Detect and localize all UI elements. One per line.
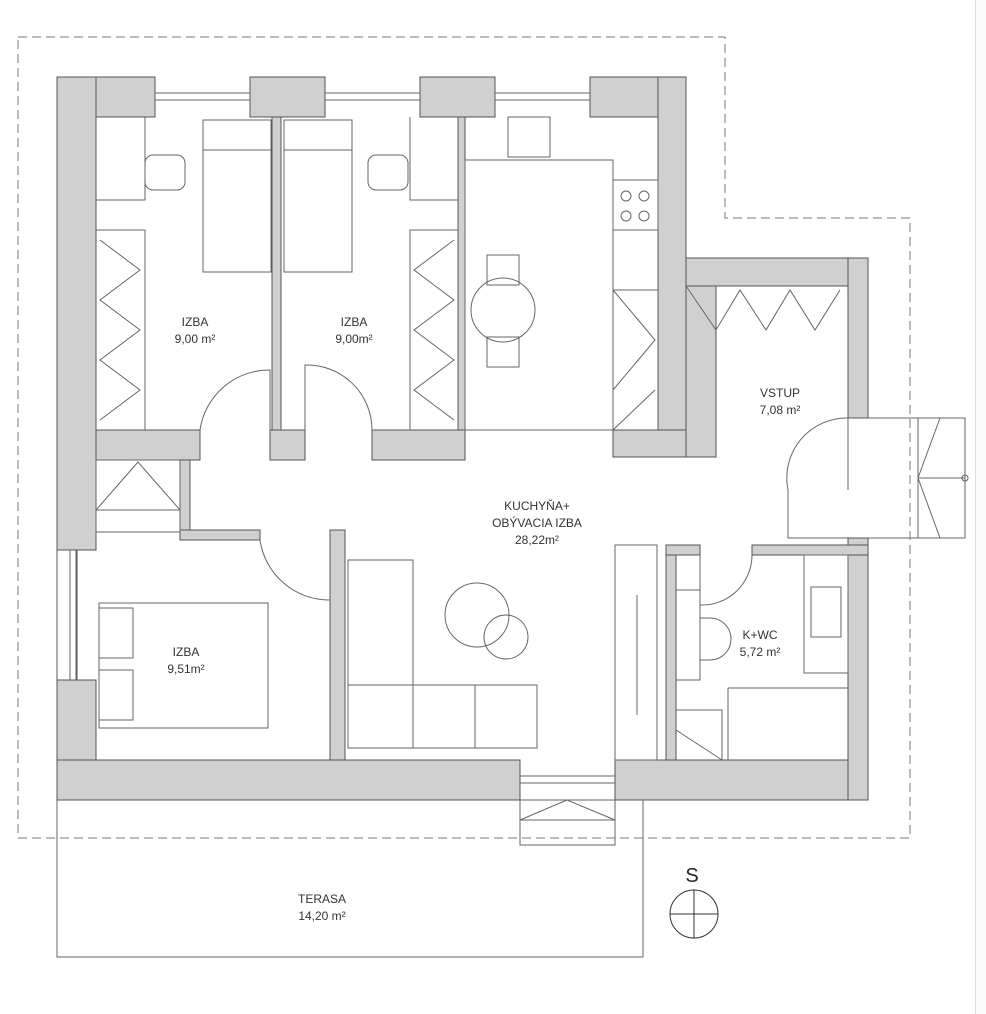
roof-outline <box>17 36 911 839</box>
terrace-outline <box>56 799 644 958</box>
room-name: KUCHYŇA+ <box>504 498 570 513</box>
room-area: 28,22m² <box>515 533 559 547</box>
room-name: VSTUP <box>760 386 800 400</box>
windows <box>69 92 615 784</box>
room-area: 9,51m² <box>167 662 204 676</box>
doors <box>199 364 969 846</box>
compass: S <box>669 865 719 939</box>
room-area: 7,08 m² <box>760 403 801 417</box>
room-name: K+WC <box>742 628 777 642</box>
compass-label: S <box>685 865 698 887</box>
room-area: 9,00m² <box>335 332 372 346</box>
room-labels: IZBA 9,00 m² IZBA 9,00m² KUCHYŇA+ OBÝVAC… <box>167 315 800 923</box>
room-name: IZBA <box>182 315 209 329</box>
room-name-line2: OBÝVACIA IZBA <box>492 515 582 530</box>
room-area: 5,72 m² <box>740 645 781 659</box>
room-name: IZBA <box>341 315 368 329</box>
room-name: TERASA <box>298 892 346 906</box>
room-area: 14,20 m² <box>298 909 345 923</box>
room-name: IZBA <box>173 645 200 659</box>
walls <box>56 76 869 801</box>
furniture <box>95 116 849 761</box>
page-edge <box>975 0 986 1014</box>
room-area: 9,00 m² <box>175 332 216 346</box>
